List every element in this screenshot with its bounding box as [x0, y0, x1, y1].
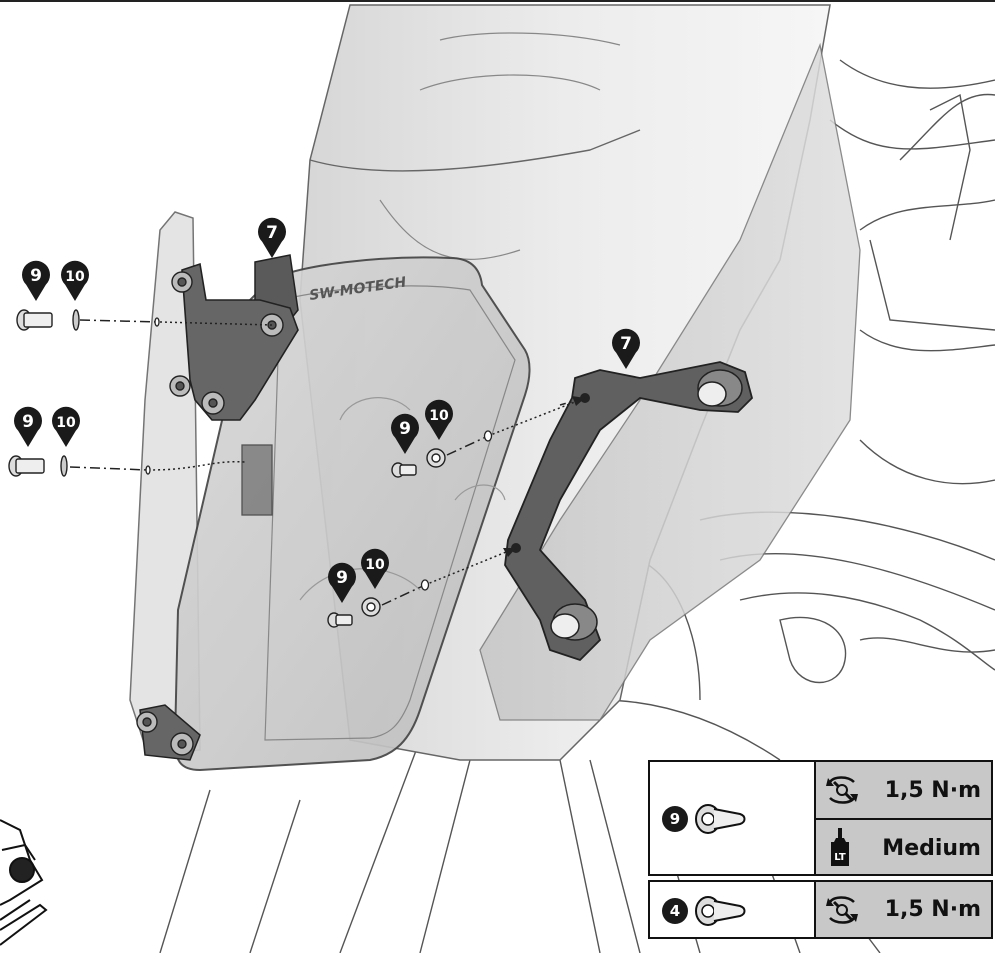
bracket-bolts: [136, 271, 284, 756]
spec-cells-2: 1,5 N·m: [814, 882, 991, 937]
torque-value-2: 1,5 N·m: [884, 897, 981, 922]
callout-washer-2: 10: [52, 406, 80, 447]
callout-screw-3: 9: [391, 413, 420, 454]
callout-washer-1-label: 10: [65, 269, 85, 285]
bracket-knobs: [550, 369, 743, 641]
screw-washer-left-2: [8, 455, 68, 477]
screw-washer-left-1: [16, 309, 80, 331]
part-number-badge-2: 4: [662, 898, 688, 924]
callout-screw-2-label: 9: [22, 412, 34, 432]
torque-wrench-icon: [826, 776, 858, 804]
threadlocker-bottle-icon: LT: [831, 828, 849, 866]
spec-cells: 1,5 N·m LT Medium: [814, 762, 991, 874]
part-cell-2: 4: [650, 882, 816, 937]
torque-value: 1,5 N·m: [884, 777, 981, 803]
callout-screw-4-label: 9: [336, 568, 348, 588]
callout-bracket-left-label: 7: [266, 223, 278, 243]
spec-table-bolt: 4 1,5 N·m: [648, 880, 993, 939]
callout-washer-1: 10: [61, 260, 89, 301]
callout-bracket-left: 7: [258, 217, 286, 258]
callout-screw-2: 9: [13, 406, 43, 447]
motorcycle-thumbnail-icon: [0, 819, 48, 946]
torque-cell-2: 1,5 N·m: [816, 882, 991, 937]
callout-bracket-right-label: 7: [620, 334, 632, 354]
threadlock-strength: Medium: [882, 835, 981, 861]
torque-cell: 1,5 N·m: [816, 762, 991, 818]
screw-icon: [695, 804, 746, 834]
callout-screw-4: 9: [328, 562, 356, 603]
callout-washer-4: 10: [361, 548, 390, 589]
callout-washer-4-label: 10: [365, 557, 385, 573]
svg-text:LT: LT: [834, 852, 846, 863]
callout-bracket-right: 7: [612, 328, 641, 369]
callout-washer-3-label: 10: [429, 408, 449, 424]
threadlock-cell: LT Medium: [816, 820, 991, 876]
torque-wrench-icon-2: [826, 896, 858, 924]
left-mount-bracket: [181, 262, 299, 421]
callout-washer-2-label: 10: [56, 415, 76, 431]
part-cell: 9: [650, 762, 816, 874]
spec-table-screw: 9 1,5 N·m LT M: [648, 760, 993, 876]
callout-washer-3: 10: [425, 399, 454, 440]
part-number-badge: 9: [662, 806, 688, 832]
bolt-icon: [695, 896, 746, 926]
callout-screw-1-label: 9: [30, 266, 42, 286]
callout-screw-1: 9: [22, 260, 51, 301]
callout-screw-3-label: 9: [399, 419, 411, 439]
